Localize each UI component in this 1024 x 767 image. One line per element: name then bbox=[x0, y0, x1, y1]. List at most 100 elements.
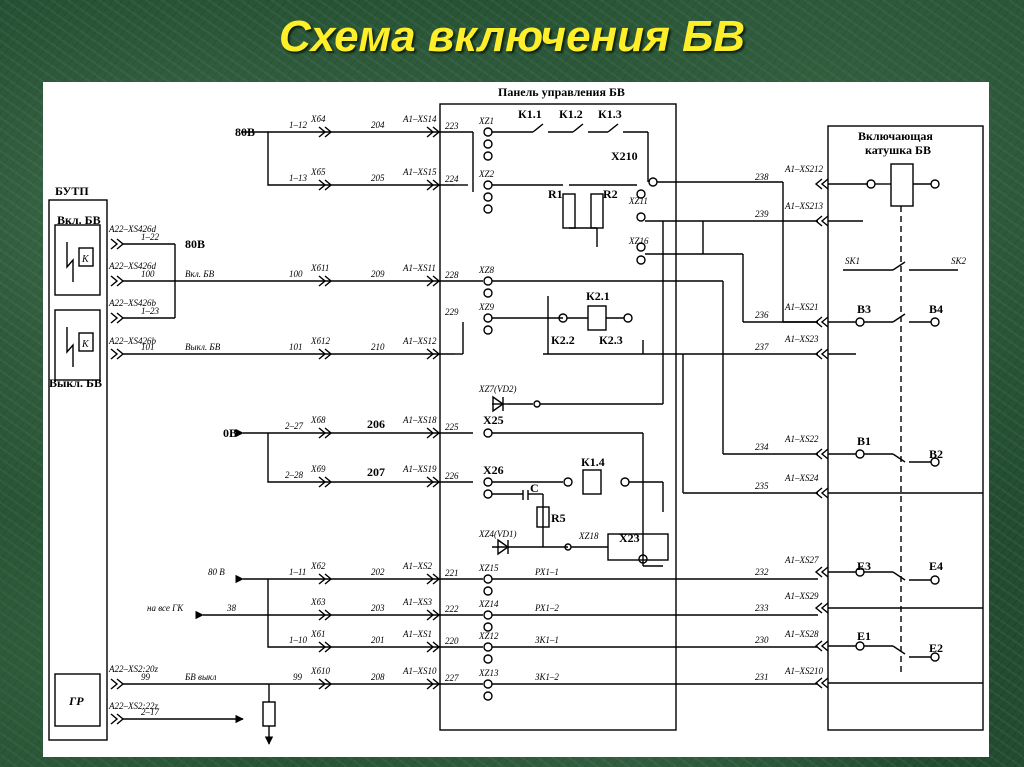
pin-xz18: XZ18 bbox=[578, 531, 599, 541]
pin-228: 228 bbox=[445, 270, 459, 280]
conn-a1-xs18: A1–XS18 bbox=[402, 415, 437, 425]
pin-xz12: XZ12 bbox=[478, 631, 499, 641]
wire-203: 203 bbox=[371, 603, 385, 613]
capacitor-label: C bbox=[530, 481, 539, 495]
wire-100-b: 100 bbox=[289, 269, 303, 279]
wire-1-10: 1–10 bbox=[289, 635, 308, 645]
wire-100: 100 bbox=[141, 269, 155, 279]
conn-a1-xs27: A1–XS27 bbox=[784, 555, 819, 565]
vkl-label: Вкл. БВ bbox=[57, 213, 101, 227]
conn-a1-xs19: A1–XS19 bbox=[402, 464, 437, 474]
conn-a1-xs210: A1–XS210 bbox=[784, 666, 823, 676]
b3-label: B3 bbox=[857, 302, 871, 316]
conn-a1-xs11: A1–XS11 bbox=[402, 263, 436, 273]
butp-label: БУТП bbox=[55, 184, 89, 198]
conn-a1-xs2: A1–XS2 bbox=[402, 561, 432, 571]
wire-207-label: 207 bbox=[367, 465, 385, 479]
voltage-80v-b-label: 80В bbox=[185, 237, 205, 251]
wire-80v-lower: 80 В bbox=[208, 567, 225, 577]
wire-205: 205 bbox=[371, 173, 385, 183]
wire-239: 239 bbox=[755, 209, 769, 219]
k23-label: К2.3 bbox=[599, 333, 623, 347]
vkl-relay-box bbox=[54, 224, 101, 296]
pin-229: 229 bbox=[445, 307, 459, 317]
conn-a1-xs213: A1–XS213 bbox=[784, 201, 823, 211]
pin-xz13: XZ13 bbox=[478, 668, 499, 678]
conn-a22-b: A22–XS426b bbox=[108, 298, 156, 308]
wire-230: 230 bbox=[755, 635, 769, 645]
pin-220: 220 bbox=[445, 636, 459, 646]
conn-xb8: Xб8 bbox=[310, 415, 326, 425]
conn-a1-xs3: A1–XS3 bbox=[402, 597, 432, 607]
conn-a22-d: A22–XS426d bbox=[108, 224, 156, 234]
slide-title: Схема включения БВ bbox=[278, 12, 746, 61]
conn-xb4: Xб4 bbox=[310, 114, 326, 124]
conn-xb11: Xб11 bbox=[310, 263, 329, 273]
wire-vykl-bv: Выкл. БВ bbox=[185, 342, 221, 352]
wire-238: 238 bbox=[755, 172, 769, 182]
wire-99: 99 bbox=[141, 672, 151, 682]
conn-xb5: Xб5 bbox=[310, 167, 326, 177]
conn-xb9: Xб9 bbox=[310, 464, 326, 474]
pin-223: 223 bbox=[445, 121, 459, 131]
vykl-relay-box bbox=[54, 309, 101, 381]
butp-box bbox=[48, 199, 108, 741]
k21-label: К2.1 bbox=[586, 289, 610, 303]
conn-a1-xs212: A1–XS212 bbox=[784, 164, 823, 174]
wire-101-b: 101 bbox=[289, 342, 303, 352]
conn-a1-xs24: A1–XS24 bbox=[784, 473, 819, 483]
wire-all-gk: на все ГК bbox=[147, 603, 184, 613]
connector-chevrons bbox=[110, 126, 829, 725]
wire-2-27: 2–27 bbox=[285, 421, 304, 431]
x23-label: X23 bbox=[619, 531, 640, 545]
pin-xz2: XZ2 bbox=[478, 169, 495, 179]
pin-226: 226 bbox=[445, 471, 459, 481]
vkl-k-label: K bbox=[81, 254, 90, 265]
pin-xz7: XZ7(VD2) bbox=[478, 384, 517, 394]
conn-a1-xs12: A1–XS12 bbox=[402, 336, 437, 346]
conn-xb2: Xб2 bbox=[310, 561, 326, 571]
wire-38: 38 bbox=[226, 603, 237, 613]
wire-236: 236 bbox=[755, 310, 769, 320]
butp-relay-contacts bbox=[66, 242, 94, 367]
conn-a1-xs28: A1–XS28 bbox=[784, 629, 819, 639]
vykl-k-label: K bbox=[81, 339, 90, 350]
wire-209: 209 bbox=[371, 269, 385, 279]
wire-206-label: 206 bbox=[367, 417, 385, 431]
e2-label: E2 bbox=[929, 641, 943, 655]
gr-box bbox=[54, 673, 101, 727]
conn-xb10: Xб10 bbox=[310, 666, 331, 676]
conn-a22-d2: A22–XS426d bbox=[108, 261, 156, 271]
wire-101: 101 bbox=[141, 342, 155, 352]
wire-201: 201 bbox=[371, 635, 385, 645]
wire-231: 231 bbox=[755, 672, 769, 682]
e4-label: E4 bbox=[929, 559, 943, 573]
conn-a22-b2: A22–XS426b bbox=[108, 336, 156, 346]
gr-label: ГР bbox=[68, 694, 84, 708]
wire-1-13: 1–13 bbox=[289, 173, 308, 183]
conn-a22-z2: A22–XS2:22z bbox=[108, 701, 158, 711]
b1-label: B1 bbox=[857, 434, 871, 448]
wire-bv-vykl: БВ выкл bbox=[184, 672, 216, 682]
conn-a1-xs14: A1–XS14 bbox=[402, 114, 437, 124]
coil-label-1: Включающая bbox=[858, 129, 933, 143]
k22-label: К2.2 bbox=[551, 333, 575, 347]
x26-label: X26 bbox=[483, 463, 504, 477]
k11-label: К1.1 bbox=[518, 107, 542, 121]
conn-a1-xs21: A1–XS21 bbox=[784, 302, 819, 312]
wire-232: 232 bbox=[755, 567, 769, 577]
conn-a1-xs1: A1–XS1 bbox=[402, 629, 432, 639]
wire-zk1-2: ЗК1–2 bbox=[535, 672, 559, 682]
e3-label: E3 bbox=[857, 559, 871, 573]
wire-2-28: 2–28 bbox=[285, 470, 304, 480]
conn-a22-z: A22–XS2:20z bbox=[108, 664, 158, 674]
conn-a1-xs29: A1–XS29 bbox=[784, 591, 819, 601]
control-panel-box bbox=[439, 103, 677, 731]
x210-label: X210 bbox=[611, 149, 638, 163]
pin-222: 222 bbox=[445, 604, 459, 614]
conn-a1-xs22: A1–XS22 bbox=[784, 434, 819, 444]
pin-xz16: XZ16 bbox=[628, 236, 649, 246]
conn-xb12: Xб12 bbox=[310, 336, 331, 346]
pin-xz14: XZ14 bbox=[478, 599, 499, 609]
wire-208: 208 bbox=[371, 672, 385, 682]
